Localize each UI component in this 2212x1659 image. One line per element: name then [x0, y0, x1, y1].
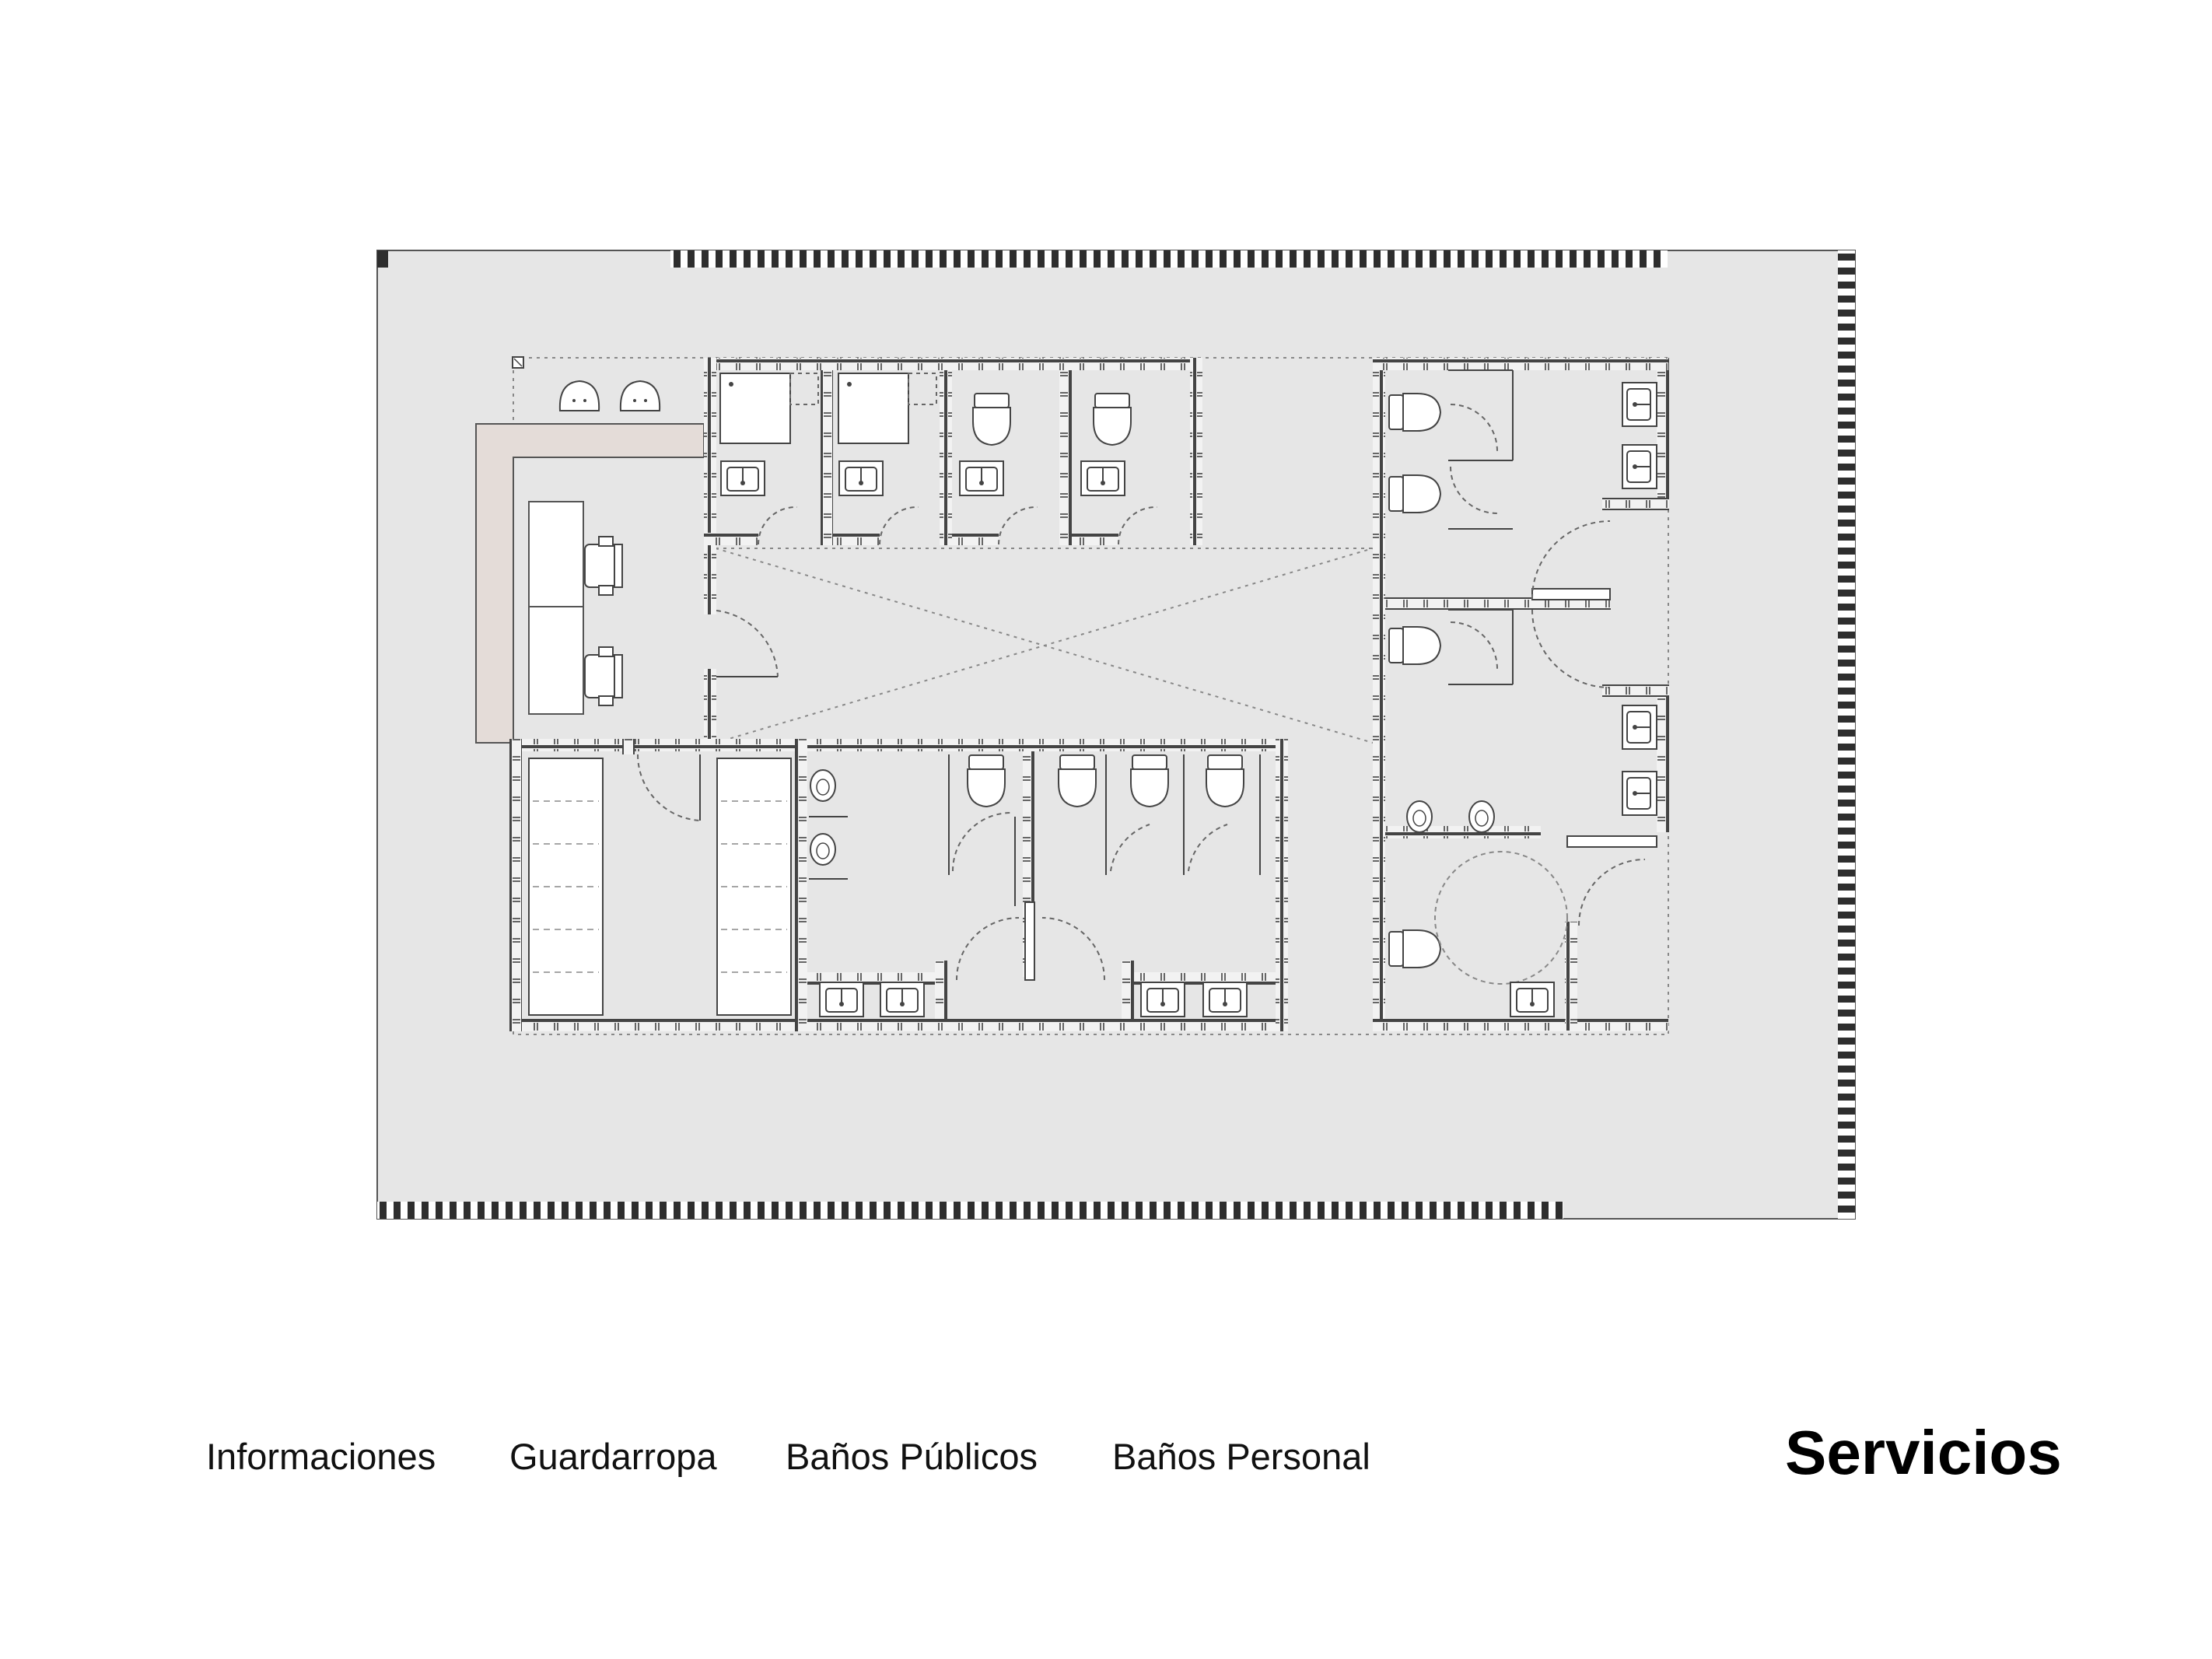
urinal — [1468, 800, 1495, 833]
wall — [1190, 358, 1202, 545]
toilet — [1388, 474, 1441, 513]
wall — [1385, 826, 1541, 838]
facade-right-strip — [1838, 250, 1855, 1219]
toilet — [1058, 754, 1097, 807]
toilet — [1388, 929, 1441, 968]
wall — [1373, 358, 1385, 1031]
chair-2 — [584, 646, 623, 706]
toilet — [1093, 393, 1132, 446]
facade-top-corner — [377, 250, 388, 268]
cloak-rack-1 — [528, 758, 604, 1016]
wall — [935, 961, 947, 1019]
stool-2 — [619, 380, 661, 411]
wall — [833, 533, 880, 545]
legend-guardarropa: Guardarropa — [509, 1436, 717, 1477]
legend-banos-personal: Baños Personal — [1112, 1436, 1370, 1477]
wall — [1657, 358, 1669, 510]
sink — [1202, 982, 1248, 1017]
shower-2 — [838, 373, 937, 444]
wall — [1602, 498, 1669, 510]
legend-informaciones: Informaciones — [206, 1436, 436, 1477]
staff-sink-4 — [1622, 771, 1657, 816]
wall — [1657, 684, 1669, 832]
info-desk-1 — [528, 501, 584, 607]
shower-1 — [719, 373, 819, 444]
wall — [509, 1019, 1287, 1031]
urinal — [1406, 800, 1433, 833]
sink — [1140, 982, 1185, 1017]
facade-bottom-strip — [377, 1202, 1563, 1219]
wall — [704, 669, 716, 747]
wall — [1373, 358, 1668, 370]
sink — [959, 460, 1004, 496]
toilet — [1206, 754, 1244, 807]
wall — [952, 533, 999, 545]
wall — [1024, 901, 1035, 981]
wall — [1565, 922, 1577, 1031]
urinal — [810, 769, 836, 802]
wall — [704, 358, 1202, 370]
toilet — [1130, 754, 1169, 807]
staff-sink-2 — [1622, 444, 1657, 489]
wall — [1602, 684, 1669, 697]
wall — [509, 739, 1287, 751]
toilet — [1388, 626, 1441, 665]
toilet — [972, 393, 1011, 446]
wall — [1072, 533, 1118, 545]
sink — [819, 982, 864, 1017]
page-title: Servicios — [1785, 1418, 2062, 1487]
chair-1 — [584, 536, 623, 596]
toilet — [1388, 393, 1441, 432]
wall — [1566, 835, 1657, 848]
wall — [509, 739, 522, 1031]
info-desk-2 — [528, 606, 584, 715]
facade-top-strip — [670, 250, 1668, 268]
cloak-rack-2 — [716, 758, 792, 1016]
sink — [838, 460, 884, 496]
sink — [720, 460, 765, 496]
stool-1 — [558, 380, 600, 411]
wall — [704, 358, 716, 614]
wall — [795, 739, 807, 1031]
urinal — [810, 833, 836, 866]
wall — [1122, 961, 1134, 1019]
wall — [1276, 739, 1288, 1031]
sink — [880, 982, 925, 1017]
wall — [940, 370, 952, 545]
staff-sink-1 — [1622, 382, 1657, 427]
legend-banos-publicos: Baños Públicos — [786, 1436, 1038, 1477]
wall — [704, 533, 758, 545]
wall — [622, 739, 635, 754]
sink — [1080, 460, 1125, 496]
sink — [1510, 982, 1555, 1017]
wall — [821, 370, 833, 545]
wall — [1059, 370, 1072, 545]
staff-sink-3 — [1622, 705, 1657, 750]
wall — [1531, 588, 1611, 600]
toilet — [967, 754, 1006, 807]
wall — [1373, 1019, 1668, 1031]
